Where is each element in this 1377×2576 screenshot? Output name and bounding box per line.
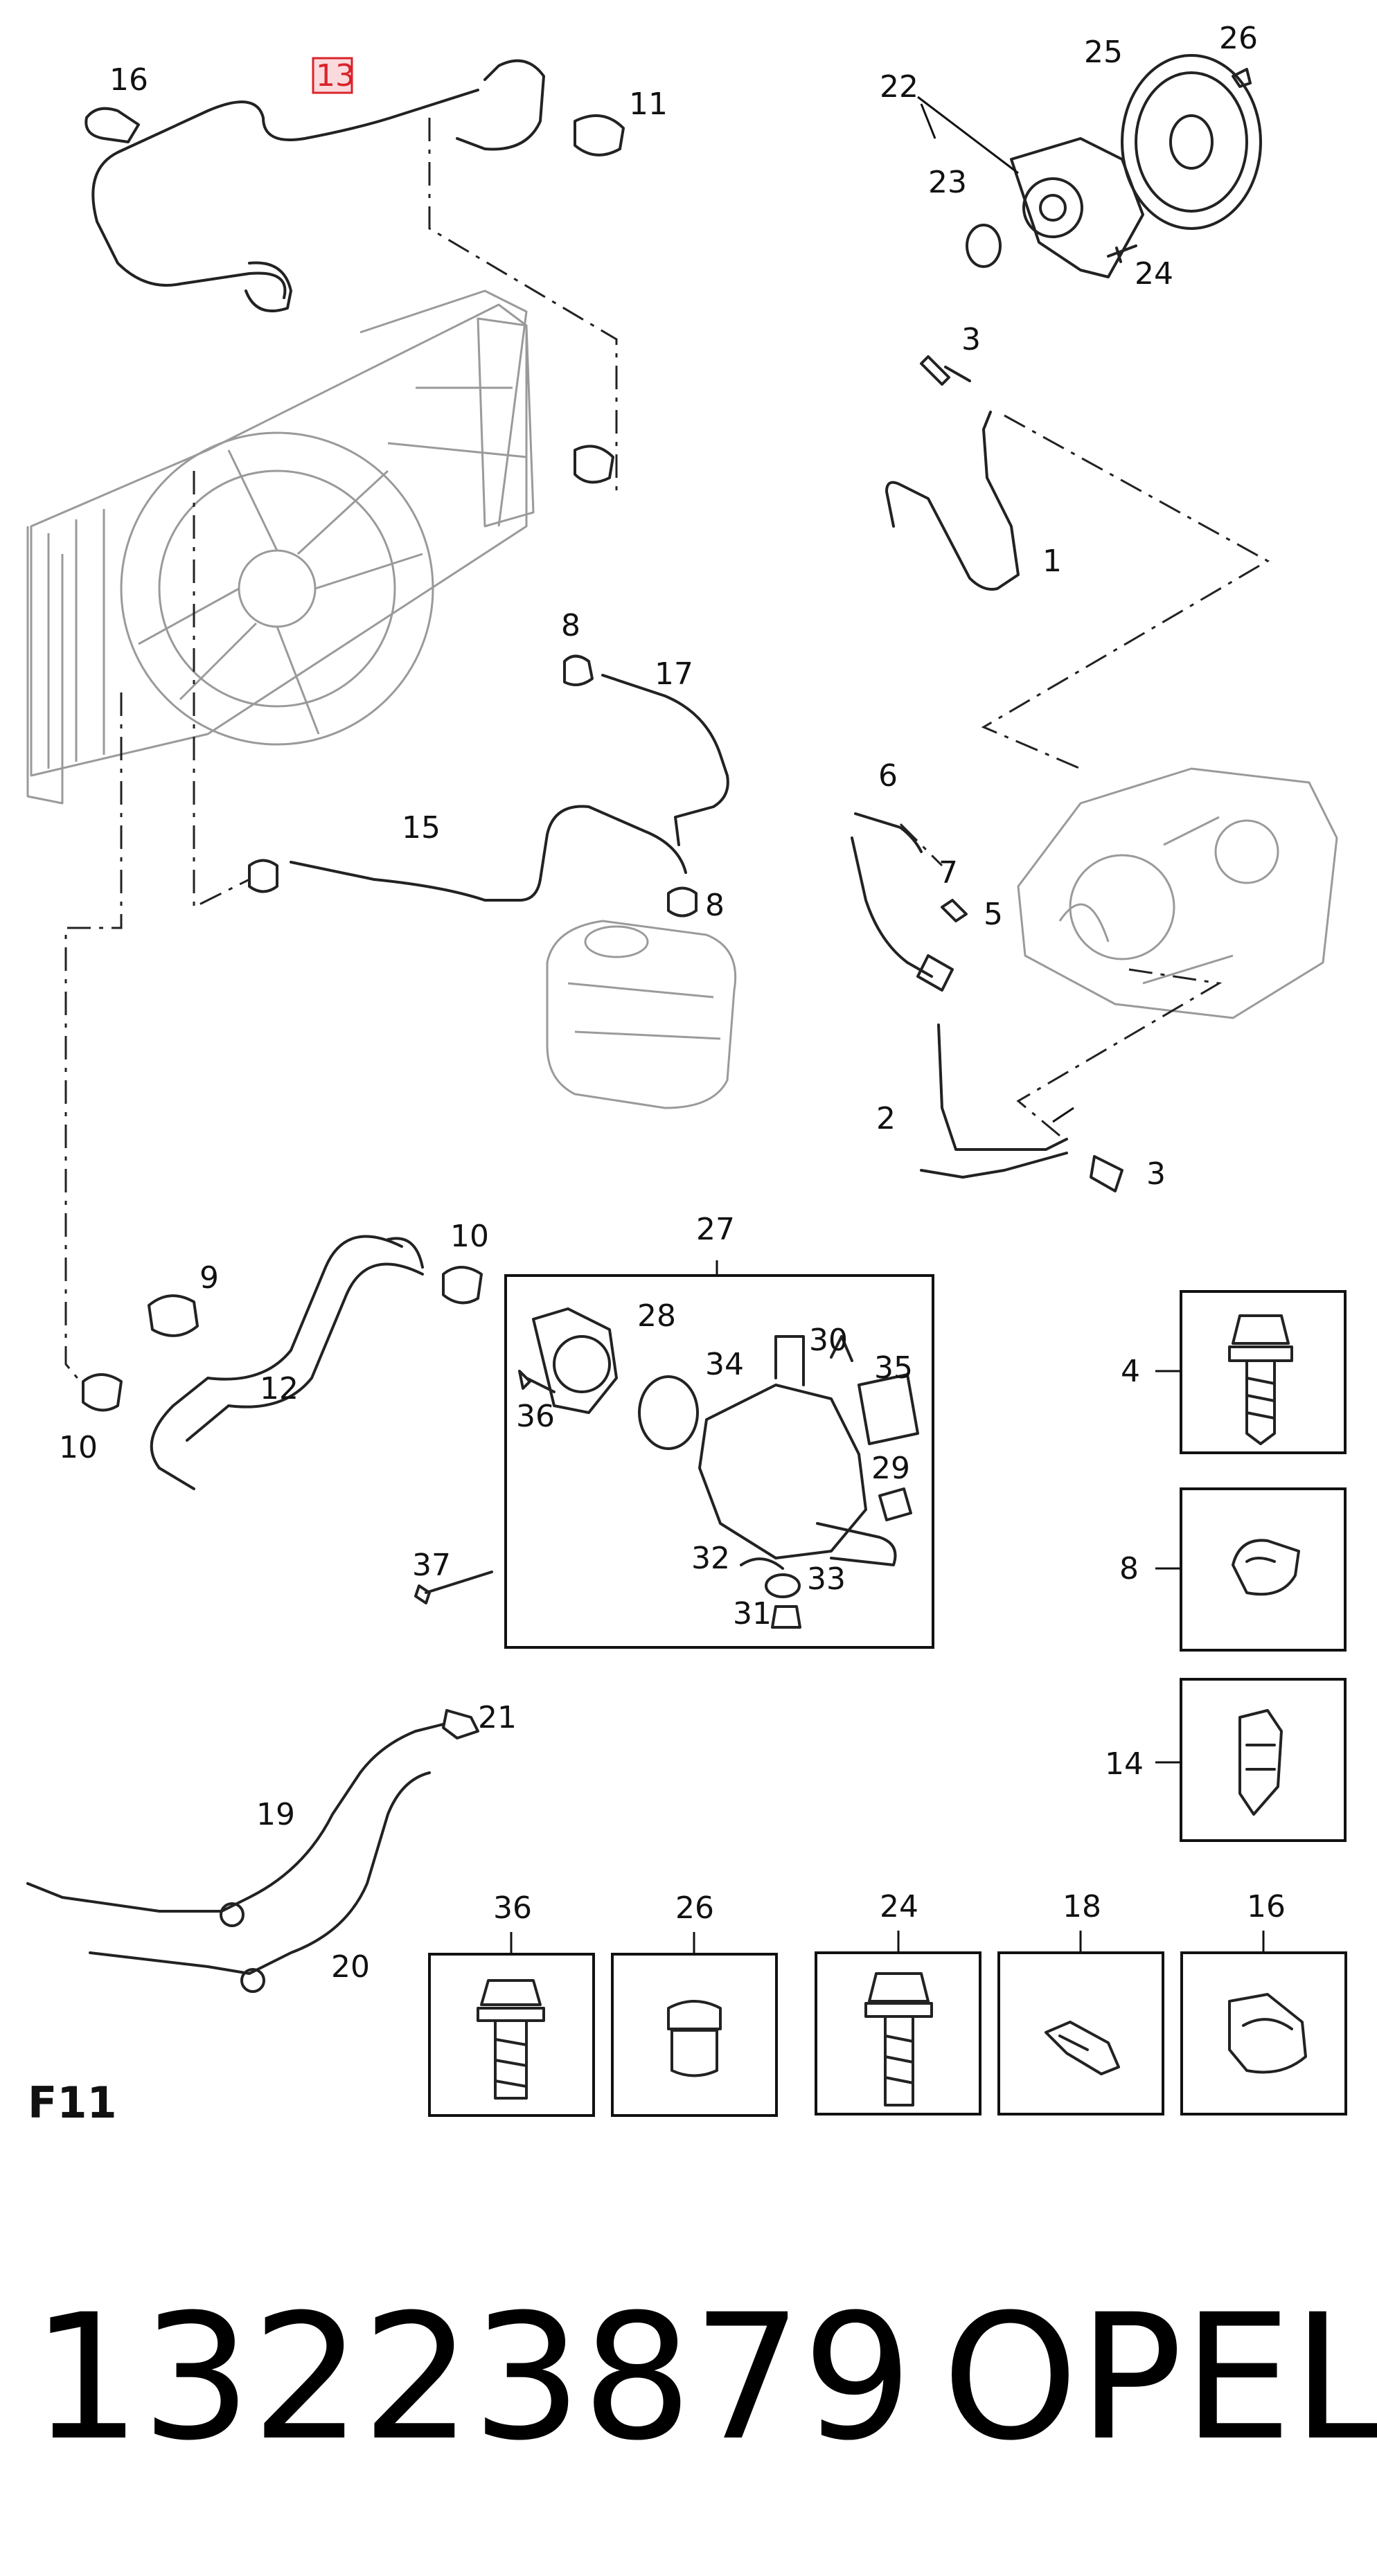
callout-24: 24 — [1135, 256, 1173, 292]
callout-11: 11 — [629, 87, 668, 122]
callout-leaders — [716, 96, 1074, 1276]
bolt-37 — [414, 1571, 493, 1604]
part-number: 13223879 — [31, 2277, 912, 2478]
callout-23: 23 — [928, 165, 967, 200]
callout-17: 17 — [655, 656, 693, 692]
water-pump — [1010, 137, 1144, 278]
hose-clip-16 — [85, 107, 140, 143]
callout-18: 18 — [1063, 1889, 1101, 1924]
detail-box-26 — [611, 1932, 778, 2117]
radiator-and-fan-ghost — [26, 289, 535, 805]
callout-6: 6 — [878, 758, 898, 794]
thermostat-seal-34 — [638, 1375, 699, 1450]
callout-8: 8 — [705, 888, 725, 923]
gasket-35 — [858, 1373, 919, 1445]
callout-27: 27 — [696, 1212, 735, 1247]
callout-10: 10 — [59, 1430, 98, 1465]
section-label: F11 — [28, 2077, 117, 2128]
hose-clip-8a — [563, 654, 594, 686]
callout-13-highlight — [312, 57, 353, 94]
hose-clamp-10a — [442, 1266, 483, 1305]
callout-1: 1 — [1042, 544, 1062, 579]
callout-26: 26 — [675, 1890, 714, 1926]
callout-25: 25 — [1084, 35, 1123, 70]
brand-name: OPEL — [942, 2277, 1377, 2478]
callout-28: 28 — [637, 1298, 676, 1334]
callout-7: 7 — [939, 855, 958, 891]
callout-15: 15 — [402, 810, 441, 846]
detail-box-8 — [1155, 1487, 1347, 1652]
coolant-pipe-6 — [851, 812, 933, 978]
callout-16: 16 — [109, 62, 148, 98]
coolant-pipe-19 — [26, 1723, 445, 1913]
callout-10: 10 — [450, 1219, 489, 1254]
detail-box-36 — [428, 1932, 595, 2117]
callout-3: 3 — [961, 322, 981, 357]
hose-clamp-10b — [82, 1373, 123, 1412]
callout-8: 8 — [1119, 1551, 1139, 1586]
callout-35: 35 — [874, 1350, 913, 1386]
engine-block-ghost — [1017, 767, 1338, 1019]
coolant-pipe-1 — [885, 411, 1020, 591]
callout-14: 14 — [1105, 1746, 1144, 1782]
callout-16: 16 — [1247, 1889, 1286, 1924]
callout-29: 29 — [871, 1451, 910, 1486]
callout-12: 12 — [260, 1371, 299, 1406]
pump-seal — [966, 224, 1002, 268]
assembly-dash-lines — [64, 118, 1270, 1386]
callout-24: 24 — [880, 1889, 918, 1924]
callout-36: 36 — [493, 1890, 532, 1926]
clip-21 — [442, 1709, 479, 1739]
upper-radiator-hose — [91, 89, 479, 299]
expansion-tank-ghost — [546, 920, 737, 1109]
hose-clamp-11 — [574, 114, 625, 156]
hose-17 — [601, 674, 729, 846]
detail-box-14 — [1155, 1678, 1347, 1842]
callout-8: 8 — [561, 608, 580, 643]
callout-32: 32 — [691, 1541, 730, 1576]
detail-box-16 — [1180, 1931, 1347, 2116]
callout-9: 9 — [199, 1260, 219, 1296]
callout-3: 3 — [1146, 1156, 1166, 1192]
callout-20: 20 — [331, 1949, 370, 1985]
detail-box-4 — [1155, 1290, 1347, 1454]
detail-box-18 — [997, 1931, 1164, 2116]
callout-21: 21 — [478, 1700, 517, 1735]
callout-37: 37 — [412, 1548, 451, 1583]
lower-radiator-hose — [150, 1235, 403, 1490]
callout-13: 13 — [316, 58, 355, 93]
callout-31: 31 — [733, 1596, 772, 1631]
coolant-pipe-20 — [89, 1771, 431, 1975]
callout-22: 22 — [880, 69, 918, 105]
callout-4: 4 — [1121, 1354, 1140, 1389]
thermostat — [532, 1307, 618, 1414]
callout-33: 33 — [807, 1562, 846, 1597]
callout-labels: 16 13 11 22 25 26 23 24 3 1 8 17 6 15 7 … — [59, 21, 1286, 1985]
hose-clamp-9 — [148, 1294, 199, 1337]
callout-36: 36 — [516, 1399, 555, 1434]
coolant-pipe-2 — [920, 1023, 1068, 1179]
callout-30: 30 — [809, 1323, 848, 1358]
callout-34: 34 — [705, 1347, 744, 1382]
hose-15 — [290, 805, 687, 902]
callout-26: 26 — [1219, 21, 1258, 56]
callout-2: 2 — [876, 1101, 896, 1136]
callout-19: 19 — [256, 1797, 295, 1832]
thermostat-housing-kit-box — [504, 1274, 934, 1649]
pump-pulley — [1121, 54, 1262, 230]
hose-clip-8b — [667, 886, 698, 918]
detail-box-24 — [815, 1931, 981, 2116]
callout-5: 5 — [984, 897, 1003, 932]
